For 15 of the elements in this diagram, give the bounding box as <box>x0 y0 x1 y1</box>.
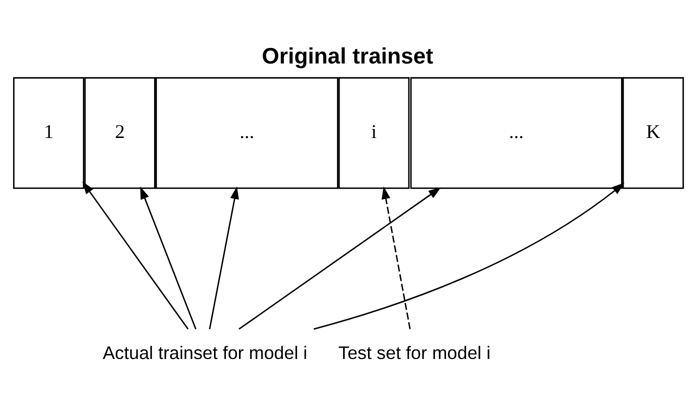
node-box: ... <box>410 76 622 188</box>
arrow <box>238 186 442 330</box>
arrow <box>140 186 196 329</box>
arrow <box>82 181 189 329</box>
node-box: ... <box>156 76 338 188</box>
arrow <box>382 186 411 329</box>
diagram-title: Original trainset <box>262 43 434 68</box>
node-box: 1 <box>13 76 84 188</box>
arrow <box>208 186 239 329</box>
node-box: K <box>622 76 684 188</box>
node-text: Test set for model i <box>338 342 491 363</box>
node-box: 2 <box>84 76 156 188</box>
arrow <box>314 182 624 330</box>
node-text: Actual trainset for model i <box>102 342 308 363</box>
node-box: i <box>338 76 410 188</box>
